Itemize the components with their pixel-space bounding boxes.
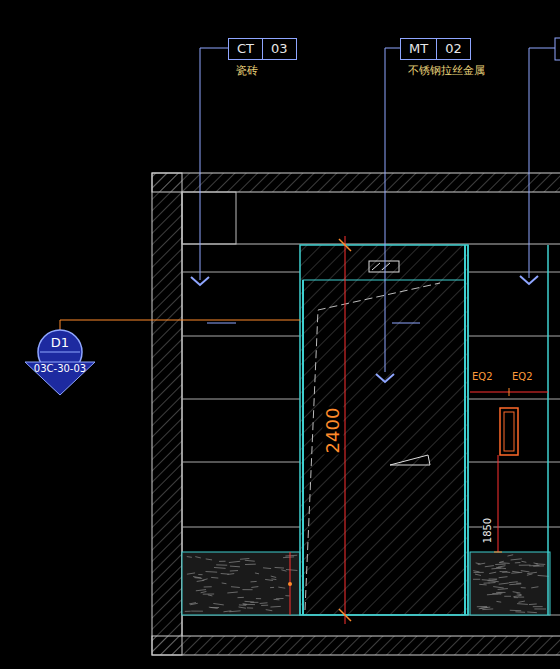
door-panel: [207, 245, 548, 615]
callout-number: D1: [25, 335, 95, 350]
section-callout: D1 03C-30-03: [25, 330, 95, 395]
material-code: MT: [401, 39, 436, 59]
material-name: 不锈钢拉丝金属: [407, 63, 486, 78]
material-tag: MT02不锈钢拉丝金属: [400, 38, 471, 60]
material-code: CT: [229, 39, 262, 59]
sheet-reference: 03C-30-03: [25, 363, 95, 374]
material-number: 03: [262, 39, 296, 59]
material-name: 瓷砖: [235, 63, 259, 78]
wall-section: [152, 173, 560, 655]
material-tag: CT03瓷砖: [228, 38, 297, 60]
material-number: 02: [436, 39, 470, 59]
leader-lines: [60, 38, 560, 382]
dimension-text: 1850: [482, 516, 493, 543]
dimension-text: 2400: [323, 406, 344, 454]
section-callout-symbol: [25, 330, 95, 395]
dimension-text: EQ2: [471, 371, 494, 382]
dimension-lines: [288, 236, 548, 624]
dimension-text: EQ2: [511, 371, 534, 382]
